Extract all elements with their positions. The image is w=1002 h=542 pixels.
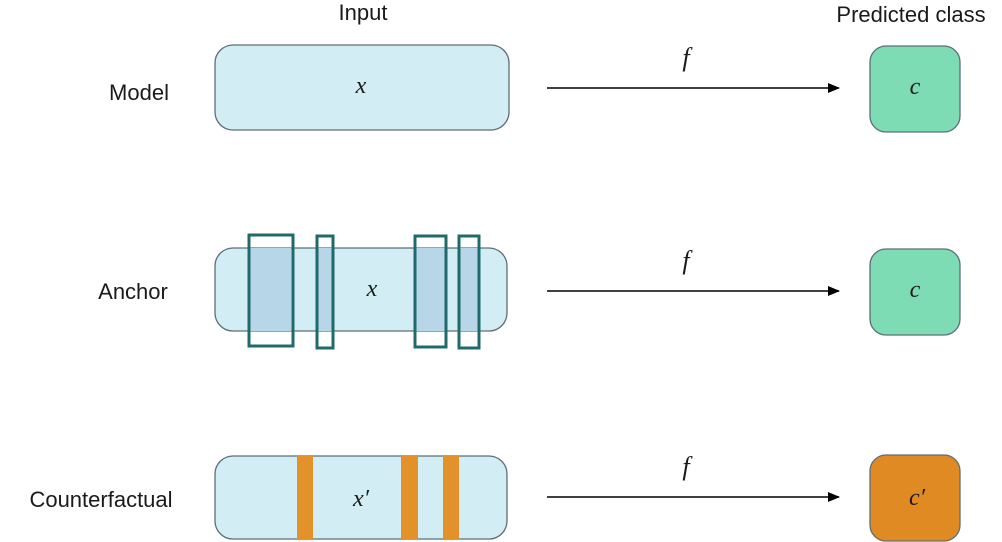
predicted-class-column-header: Predicted class (836, 2, 985, 27)
model-input-box (214, 44, 510, 131)
row-label-counterfactual: Counterfactual (29, 487, 172, 512)
counterfactual-predicted-class-box (869, 454, 961, 542)
counterfactual-changed-band-3 (443, 456, 459, 539)
anchor-region-fill-4 (460, 248, 478, 331)
anchor-predicted-class-box (869, 248, 961, 336)
anchor-predicted-class-symbol: c (910, 277, 921, 303)
counterfactual-predicted-class-symbol: c′ (909, 485, 926, 511)
input-column-header: Input (339, 0, 388, 25)
row-label-anchor: Anchor (98, 279, 168, 304)
anchor-function-symbol: f (682, 246, 693, 275)
anchor-input-symbol: x (366, 276, 378, 302)
anchor-region-frame-4 (457, 234, 481, 350)
counterfactual-changed-band-1 (297, 456, 313, 539)
model-predicted-class-box (869, 45, 961, 133)
model-input-symbol: x (355, 73, 367, 99)
counterfactual-input-symbol: x′ (352, 486, 370, 512)
counterfactual-changed-band-2 (401, 456, 418, 539)
anchor-region-frame-2 (315, 234, 335, 350)
row-label-model: Model (109, 80, 169, 105)
model-predicted-class-symbol: c (910, 74, 921, 100)
model-function-symbol: f (682, 43, 693, 72)
counterfactual-function-symbol: f (682, 452, 693, 481)
anchor-region-fill-2 (317, 248, 332, 331)
anchor-region-fill-1 (250, 248, 291, 331)
counterfactual-input-box (214, 455, 508, 540)
anchor-region-fill-3 (416, 248, 445, 331)
anchor-region-frame-1 (247, 233, 295, 348)
anchor-region-frame-3 (413, 234, 448, 349)
